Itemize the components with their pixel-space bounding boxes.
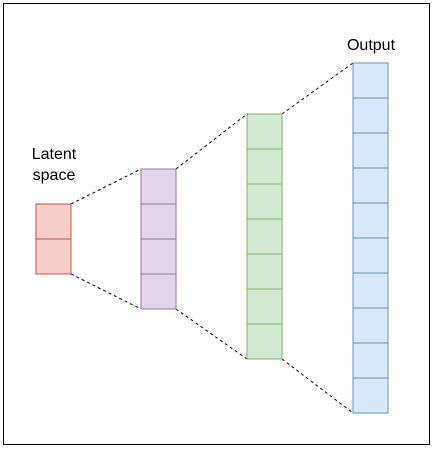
layer-hidden-2 [246,113,283,360]
layer-connectors [70,62,354,414]
layer-hidden-1-cell [140,168,177,205]
connector-top-3 [281,62,354,115]
layers [35,62,389,414]
layer-hidden-1-cell [140,238,177,275]
layer-hidden-2-cell [246,183,283,220]
layer-output [352,62,389,414]
output-label: Output [347,37,396,54]
layer-output-cell [352,272,389,309]
latent-space-label-line1: Latent [32,146,77,163]
connector-bottom-2 [175,308,248,360]
layer-output-cell [352,237,389,274]
connector-bottom-1 [70,273,142,310]
layer-latent-cell [35,238,72,275]
connector-bottom-3 [281,358,354,414]
layer-output-cell [352,307,389,344]
layer-hidden-2-cell [246,288,283,325]
layer-hidden-2-cell [246,218,283,255]
layer-latent-cell [35,203,72,240]
layer-output-cell [352,167,389,204]
layer-hidden-1-cell [140,203,177,240]
layer-output-cell [352,342,389,379]
latent-space-label-line2: space [33,167,76,184]
layer-output-cell [352,62,389,99]
layer-hidden-1-cell [140,273,177,310]
connector-top-2 [175,113,248,170]
layer-hidden-2-cell [246,323,283,360]
layer-hidden-2-cell [246,113,283,150]
layer-output-cell [352,377,389,414]
connector-top-1 [70,168,142,205]
layer-hidden-1 [140,168,177,310]
layer-hidden-2-cell [246,148,283,185]
layer-hidden-2-cell [246,253,283,290]
layer-output-cell [352,132,389,169]
layer-latent [35,203,72,275]
layer-output-cell [352,97,389,134]
layer-output-cell [352,202,389,239]
